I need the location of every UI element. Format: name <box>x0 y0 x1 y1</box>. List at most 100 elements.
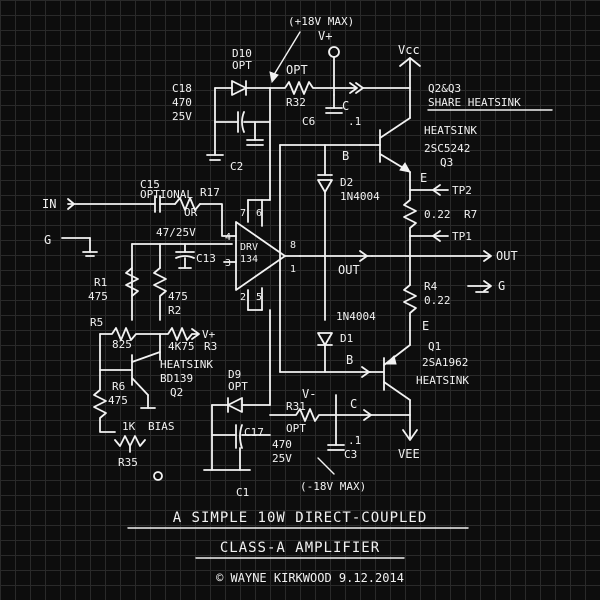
b-bot-arrow <box>361 366 370 378</box>
c-top-label: C <box>342 99 349 113</box>
vminus-label: V- <box>302 387 316 401</box>
opamp-name2: 134 <box>240 254 258 265</box>
q3-c-leg <box>379 117 411 139</box>
c18-label: C18 <box>172 82 192 95</box>
in-label: IN <box>42 197 56 211</box>
tp1-arrow <box>432 230 441 242</box>
c17-value2: 25V <box>272 452 292 465</box>
out-gnd-arrow <box>483 280 492 292</box>
out-arrow <box>483 250 492 262</box>
out-label: OUT <box>496 249 518 263</box>
vplus-note-arrowhead <box>269 71 279 84</box>
c17-label: C17 <box>244 426 264 439</box>
title-line1: A SIMPLE 10W DIRECT-COUPLED <box>173 510 428 526</box>
r5-value: 825 <box>112 338 132 351</box>
c15-note: OPTIONAL <box>140 188 193 201</box>
out-gnd-label: G <box>498 279 505 293</box>
pin-4: 4 <box>225 232 231 243</box>
r17-label: R17 <box>200 186 220 199</box>
vee-arrow <box>402 429 418 441</box>
vminus-note: (-18V MAX) <box>300 480 366 493</box>
tp2-arrow <box>432 184 441 196</box>
vcc-label: Vcc <box>398 43 420 57</box>
vcc-arrow-l <box>399 57 411 67</box>
r31-opt: OPT <box>286 422 306 435</box>
vplus-terminal <box>328 46 340 58</box>
c3-value: .1 <box>348 434 361 447</box>
c6-value: .1 <box>348 115 361 128</box>
out-node-arrow <box>359 250 368 262</box>
r6-resistor <box>93 389 116 433</box>
r3-label: R3 <box>204 340 217 353</box>
e-top-label: E <box>420 171 427 185</box>
d9-opt: OPT <box>228 380 248 393</box>
r32-resistor <box>269 81 335 95</box>
opamp-name1: DRV <box>240 242 258 253</box>
r7-value: 0.22 <box>424 208 451 221</box>
c2-label: C2 <box>230 160 243 173</box>
q1-note: HEATSINK <box>416 374 469 387</box>
r6-value: 475 <box>108 394 128 407</box>
d10-diode-symbol <box>231 80 247 96</box>
q3-label: Q3 <box>440 156 453 169</box>
tp2-label: TP2 <box>452 184 472 197</box>
d2-diode <box>317 179 333 193</box>
e-bot-label: E <box>422 319 429 333</box>
r17-to-opamp <box>199 203 237 237</box>
q3-part: 2SC5242 <box>424 142 470 155</box>
share-heatsink: SHARE HEATSINK <box>428 96 521 109</box>
r31-label: R31 <box>286 400 306 413</box>
c13-label: C13 <box>196 252 216 265</box>
vplus-note-arrow <box>271 31 301 79</box>
in-arrow <box>67 198 75 210</box>
vminus-note-arrow <box>317 457 335 475</box>
r2-label: R2 <box>168 304 181 317</box>
q2-label: Q2 <box>170 386 183 399</box>
q2-e-leg <box>131 377 149 396</box>
pin-3: 3 <box>225 258 231 269</box>
d2-part: 1N4004 <box>340 190 380 203</box>
pot-ref: R35 <box>118 456 138 469</box>
bias-label: BIAS <box>148 420 175 433</box>
c15-label: C15 <box>140 178 160 191</box>
c3-label: C3 <box>344 448 357 461</box>
r1-resistor <box>125 267 139 297</box>
r1-label: R1 <box>94 276 107 289</box>
q2-part: BD139 <box>160 372 193 385</box>
pin-7: 7 <box>240 208 246 219</box>
q1-part: 2SA1962 <box>422 356 468 369</box>
pin-8: 8 <box>290 240 296 251</box>
pot-value: 1K <box>122 420 136 433</box>
opt-top-label: OPT <box>286 63 308 77</box>
q2-c-leg <box>131 351 161 363</box>
credit: © WAYNE KIRKWOOD 9.12.2014 <box>216 571 404 585</box>
pot-mark <box>153 471 163 481</box>
pin-6: 6 <box>256 208 262 219</box>
title-line2: CLASS-A AMPLIFIER <box>220 540 380 556</box>
q2-note: HEATSINK <box>160 358 213 371</box>
r6-label: R6 <box>112 380 125 393</box>
vplus-label: V+ <box>318 29 332 43</box>
r3-arrow <box>191 328 200 340</box>
r2-resistor <box>153 267 167 321</box>
c6-label: C6 <box>302 115 315 128</box>
opamp-triangle <box>235 221 286 291</box>
c-bot-label: C <box>350 397 357 411</box>
r4-resistor <box>403 284 417 346</box>
pin-1: 1 <box>290 264 296 275</box>
b-bot-label: B <box>346 353 353 367</box>
r3-resistor <box>159 327 199 341</box>
q3-note: HEATSINK <box>424 124 477 137</box>
r17-resistor <box>174 197 201 211</box>
c18-value2: 25V <box>172 110 192 123</box>
vplus-r3: V+ <box>202 328 216 341</box>
r3-value: 4K75 <box>168 340 195 353</box>
pin-5: 5 <box>256 292 262 303</box>
out-node-label: OUT <box>338 263 360 277</box>
q1-emitter-arrow <box>384 355 397 365</box>
r31-resistor <box>269 408 337 422</box>
r32-label: R32 <box>286 96 306 109</box>
r4-label: R4 <box>424 280 438 293</box>
